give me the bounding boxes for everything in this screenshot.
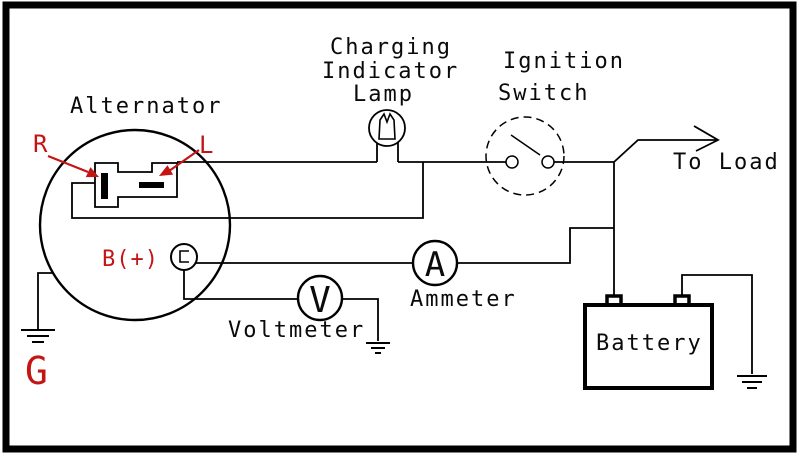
ammeter-label: Ammeter — [410, 287, 517, 312]
regulator-outline — [94, 162, 178, 208]
ignition-switch-label-line1: Ignition — [503, 49, 625, 74]
to-load-arrowhead — [693, 125, 720, 152]
r-terminal-bar — [101, 173, 108, 199]
ignition-switch-icon — [485, 116, 565, 196]
battery-ground-icon — [737, 375, 767, 389]
lamp-icon — [368, 109, 406, 147]
switch-contact-left — [505, 155, 519, 169]
lamp-filament — [378, 112, 396, 140]
bplus-screw-slot — [179, 250, 189, 263]
wire-ammeter-return — [457, 227, 614, 264]
charging-lamp-label-line3: Lamp — [353, 82, 414, 107]
wire-bplus-to-voltmeter — [183, 270, 298, 300]
voltmeter-ground-icon — [366, 342, 390, 354]
terminal-ground-label: G — [25, 349, 48, 393]
battery-post-left — [605, 294, 623, 305]
wire-to-load — [613, 139, 718, 163]
terminal-bplus-label: B(+) — [102, 247, 159, 272]
alternator-circle — [38, 128, 232, 322]
battery-icon — [583, 303, 714, 390]
switch-lever — [510, 134, 541, 156]
bplus-terminal-circle — [170, 243, 198, 271]
l-terminal-bar — [139, 182, 164, 188]
terminal-r-label: R — [33, 130, 48, 158]
terminal-l-label: L — [199, 131, 213, 159]
ignition-switch-label-line2: Switch — [498, 81, 589, 106]
battery-label: Battery — [596, 331, 703, 356]
charging-lamp-label-line1: Charging — [330, 35, 452, 60]
switch-contact-right — [541, 155, 555, 169]
voltmeter-label: Voltmeter — [228, 318, 365, 343]
alternator-label: Alternator — [70, 94, 222, 119]
ammeter-symbol: A — [425, 245, 445, 285]
wire-r-loop — [71, 162, 424, 219]
wires — [37, 125, 753, 374]
wire-voltmeter-to-ground — [342, 298, 379, 341]
to-load-label: To Load — [673, 150, 780, 175]
voltmeter-symbol: V — [309, 280, 331, 321]
r-pointer-arrow — [47, 154, 99, 178]
wire-alternator-ground — [37, 272, 53, 330]
battery-post-right — [673, 294, 691, 305]
alternator-ground-icon — [21, 329, 55, 343]
diagram-border — [2, 1, 797, 453]
wire-battery-to-ground — [681, 274, 753, 374]
ammeter-icon — [411, 239, 459, 287]
voltmeter-icon — [296, 274, 344, 322]
charging-lamp-label-line2: Indicator — [322, 59, 459, 84]
l-pointer-arrow — [159, 149, 200, 176]
